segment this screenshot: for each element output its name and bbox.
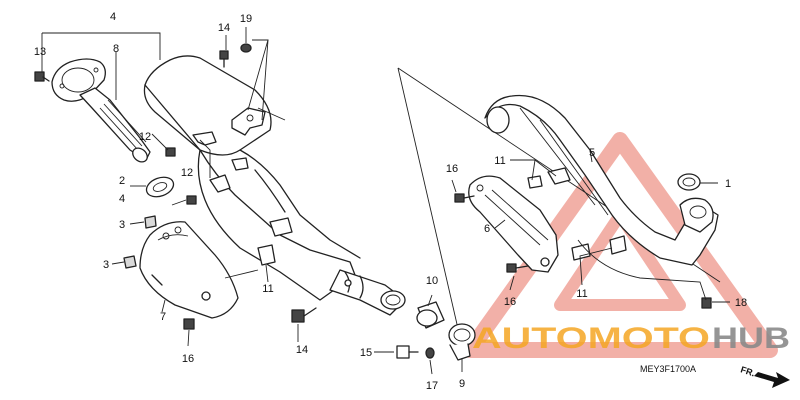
callout-15: 15 <box>360 347 372 359</box>
callout-1: 1 <box>725 178 731 190</box>
callout-13: 13 <box>34 46 46 58</box>
callout-4-top: 4 <box>110 11 116 23</box>
callout-5: 5 <box>589 147 595 159</box>
callout-8: 8 <box>113 43 119 55</box>
callout-9: 9 <box>459 378 465 390</box>
callout-16-left: 16 <box>182 353 194 365</box>
callout-12-a: 12 <box>139 131 151 143</box>
callout-6: 6 <box>484 223 490 235</box>
callout-7: 7 <box>160 311 166 323</box>
silencer-assembly <box>51 55 406 319</box>
leader-lines-left <box>41 27 299 347</box>
diagram-code: MEY3F1700A <box>640 364 696 374</box>
callout-11-right: 11 <box>576 288 587 300</box>
watermark-word-hub: HUB <box>712 322 790 355</box>
leader-lines-right <box>374 149 730 375</box>
callout-3-b: 3 <box>103 259 109 271</box>
joint-parts <box>396 301 476 361</box>
callout-10: 10 <box>426 275 438 287</box>
callout-18: 17 <box>426 380 438 392</box>
watermark-text: AUTOMOTO HUB <box>472 322 790 355</box>
callout-11-top: 11 <box>494 155 505 167</box>
callout-4-mid: 4 <box>119 193 125 205</box>
callout-14-bottom: 14 <box>296 344 308 356</box>
exhaust-pipe-assembly <box>397 67 721 347</box>
callout-3-a: 3 <box>119 219 125 231</box>
callout-2: 2 <box>119 175 125 187</box>
callout-16-top: 16 <box>446 163 458 175</box>
arrow-right-icon <box>754 372 790 388</box>
callout-14-top: 14 <box>218 22 230 34</box>
callout-11-left: 11 <box>262 283 273 295</box>
watermark-word-automoto: AUTOMOTO <box>472 322 710 355</box>
hardware-left <box>34 43 317 330</box>
front-direction-label: FR. <box>739 364 756 378</box>
callout-19: 19 <box>240 13 252 25</box>
callout-16-mid: 16 <box>504 296 516 308</box>
callout-12-b: 12 <box>181 167 193 179</box>
callout-17: 18 <box>735 297 747 309</box>
front-direction-arrow: FR. <box>739 364 790 388</box>
callout-labels: 4 13 8 14 19 12 12 2 4 3 3 7 16 11 14 10… <box>34 11 747 392</box>
